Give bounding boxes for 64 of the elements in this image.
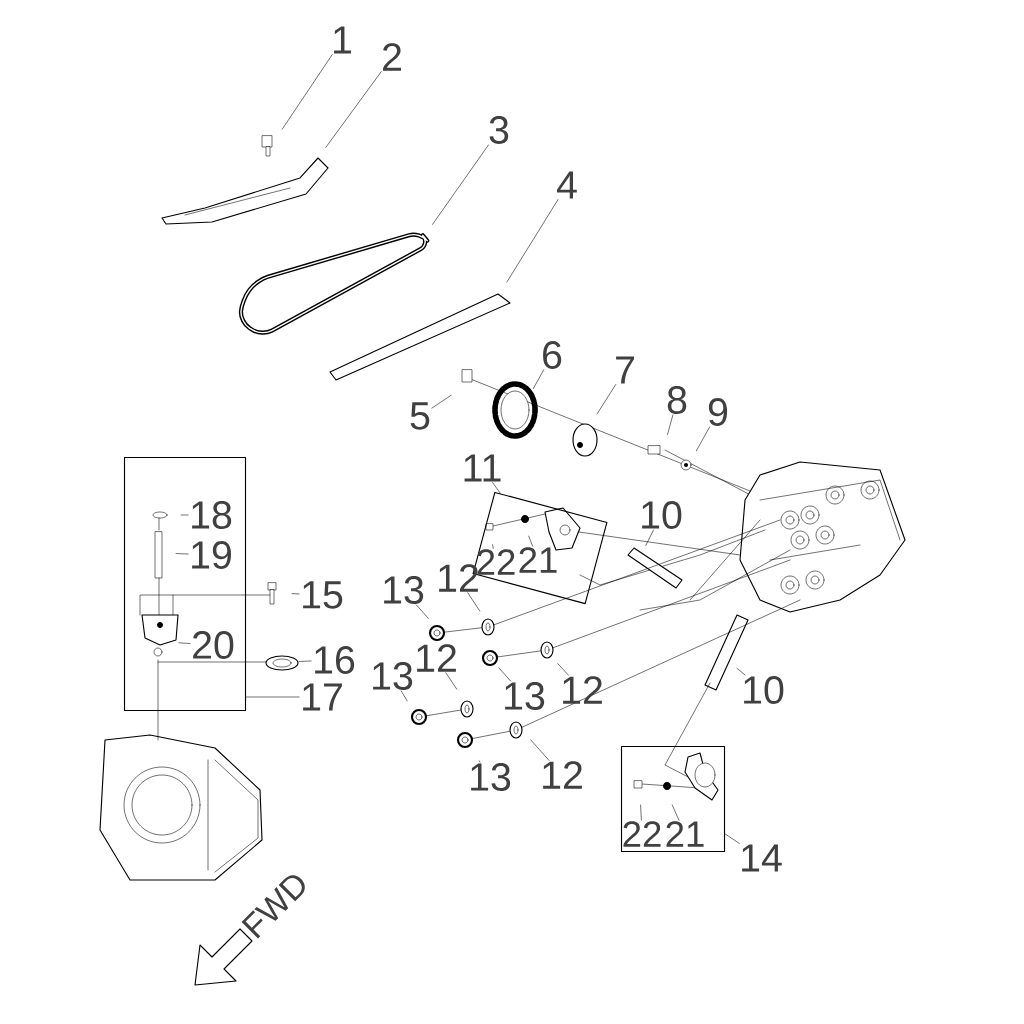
callout-number: 17 bbox=[303, 683, 342, 711]
callout-number: 14 bbox=[742, 844, 782, 872]
group-frame bbox=[123, 456, 247, 712]
leader-line bbox=[492, 544, 494, 549]
leader-line bbox=[467, 592, 481, 612]
leader-line bbox=[533, 369, 544, 389]
leader-line bbox=[445, 672, 458, 690]
callout-number: 9 bbox=[708, 398, 728, 426]
callout-number: 10 bbox=[642, 501, 682, 529]
leader-line bbox=[596, 384, 617, 415]
leader-line bbox=[645, 529, 654, 546]
leader-line bbox=[298, 660, 312, 662]
callout-number: 19 bbox=[192, 541, 231, 569]
callout-number: 16 bbox=[315, 646, 355, 674]
leader-line bbox=[506, 199, 559, 283]
callout-number: 1 bbox=[334, 26, 352, 54]
leader-line bbox=[431, 394, 452, 409]
leader-line bbox=[530, 739, 550, 761]
leader-line bbox=[724, 833, 740, 844]
callout-number: 12 bbox=[439, 564, 478, 592]
callout-number: 12 bbox=[563, 676, 602, 704]
callout-number: 12 bbox=[417, 644, 456, 672]
callout-number: 3 bbox=[489, 116, 509, 144]
leader-line bbox=[671, 804, 680, 821]
callout-number: 22 bbox=[477, 549, 515, 575]
callout-number: 7 bbox=[616, 356, 634, 384]
callout-number: 21 bbox=[519, 547, 557, 573]
leader-line bbox=[325, 71, 382, 148]
leader-line bbox=[180, 514, 189, 516]
callout-number: 21 bbox=[666, 821, 704, 847]
leader-line bbox=[492, 482, 501, 494]
callout-number: 4 bbox=[556, 171, 577, 199]
leader-line bbox=[245, 696, 300, 698]
leader-line bbox=[175, 553, 189, 555]
callout-number: 12 bbox=[543, 761, 582, 789]
leader-line bbox=[291, 593, 300, 595]
callout-number: 2 bbox=[383, 43, 401, 71]
callout-number: 8 bbox=[667, 386, 687, 414]
leader-line bbox=[478, 760, 481, 763]
leader-line bbox=[557, 663, 569, 676]
leader-line bbox=[400, 690, 408, 702]
leader-line bbox=[432, 144, 489, 225]
callout-number: 15 bbox=[303, 581, 343, 609]
leader-line bbox=[498, 667, 511, 682]
callout-number: 11 bbox=[464, 454, 501, 482]
leader-line bbox=[640, 804, 642, 821]
leader-line bbox=[736, 668, 746, 676]
leader-line bbox=[178, 642, 191, 644]
callout-number: 6 bbox=[543, 341, 562, 369]
callout-number: 10 bbox=[744, 676, 784, 704]
callout-number: 13 bbox=[373, 662, 413, 690]
group-frame bbox=[620, 745, 726, 853]
callout-number: 22 bbox=[623, 821, 661, 847]
leader-line bbox=[696, 426, 710, 451]
callout-number: 5 bbox=[410, 402, 430, 430]
leader-line bbox=[667, 414, 674, 435]
callout-number: 13 bbox=[505, 682, 545, 710]
callout-number: 13 bbox=[384, 576, 424, 604]
leader-line bbox=[416, 604, 429, 619]
callout-number: 13 bbox=[471, 763, 511, 791]
callout-number: 20 bbox=[193, 631, 234, 659]
callout-number: 18 bbox=[192, 501, 232, 529]
leader-line bbox=[281, 54, 333, 130]
leader-line bbox=[528, 535, 533, 547]
